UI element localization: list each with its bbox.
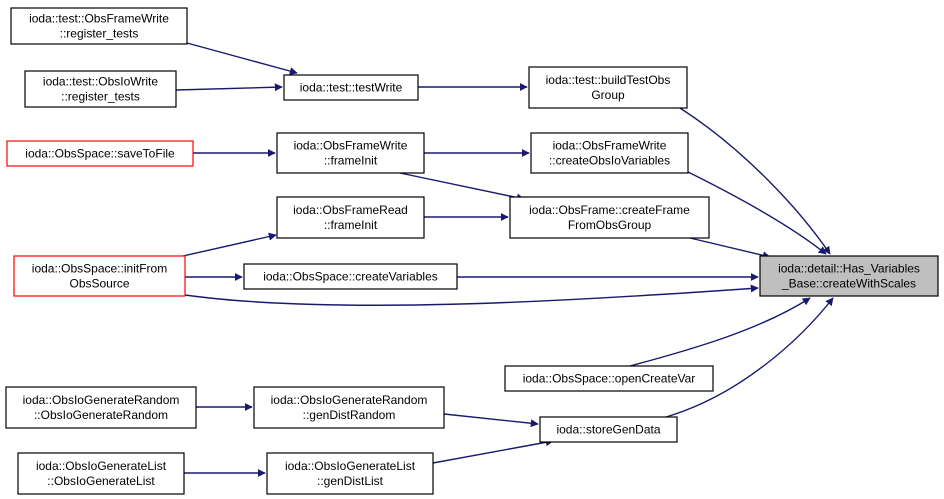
edge-arrow xyxy=(689,237,771,260)
node-generate-random-ctor[interactable]: ioda::ObsIoGenerateRandom::ObsIoGenerate… xyxy=(5,386,197,429)
edge-generate-list-gen-dist-list-to-store-gen-data xyxy=(432,438,554,464)
node-label-line: ioda::ObsFrameRead xyxy=(293,203,408,217)
node-box xyxy=(759,255,939,297)
edge-obsframewrite-create-obsio-variables-to-has-variables-create-with-scales xyxy=(679,167,827,255)
node-label-line: ::genDistList xyxy=(317,474,384,488)
node-label-line: ioda::ObsSpace::openCreateVar xyxy=(523,372,696,386)
edge-arrow xyxy=(175,83,283,92)
node-test-write[interactable]: ioda::test::testWrite xyxy=(283,74,419,101)
node-obsspace-open-create-var[interactable]: ioda::ObsSpace::openCreateVar xyxy=(504,365,714,392)
node-label-line: ioda::ObsSpace::saveToFile xyxy=(25,147,175,161)
node-generate-list-gen-dist-list[interactable]: ioda::ObsIoGenerateList::genDistList xyxy=(266,452,434,495)
edge-obsspace-open-create-var-to-has-variables-create-with-scales xyxy=(629,297,811,367)
node-label-line: ioda::ObsFrame::createFrame xyxy=(529,203,690,217)
node-obsframewrite-create-obsio-variables[interactable]: ioda::ObsFrameWrite::createObsIoVariable… xyxy=(530,132,689,174)
node-generate-random-gen-dist-random[interactable]: ioda::ObsIoGenerateRandom::genDistRandom xyxy=(253,386,445,429)
node-box xyxy=(266,452,434,495)
node-box xyxy=(10,7,188,45)
node-label-line: ::frameInit xyxy=(324,218,378,232)
edge-arrow xyxy=(629,297,811,367)
node-label-line: ObsSource xyxy=(69,277,129,291)
node-label-line: ioda::ObsSpace::createVariables xyxy=(263,270,438,284)
edge-arrow xyxy=(679,107,831,255)
node-box xyxy=(17,452,185,495)
node-label-line: Group xyxy=(591,88,625,102)
node-box xyxy=(276,196,425,239)
node-label-line: ioda::ObsFrameWrite xyxy=(553,139,667,153)
edge-obsframewrite-register-tests-to-test-write xyxy=(186,42,298,75)
edge-arrow xyxy=(665,297,834,418)
edge-arrow xyxy=(182,232,277,257)
node-label-line: ioda::test::testWrite xyxy=(300,81,403,95)
edge-arrow xyxy=(432,438,554,464)
node-label-line: ioda::test::ObsIoWrite xyxy=(43,75,158,89)
edge-arrow xyxy=(184,284,759,306)
node-obsframewrite-frameinit[interactable]: ioda::ObsFrameWrite::frameInit xyxy=(276,132,425,174)
edge-obsspace-init-from-obssource-to-obsframeread-frameinit xyxy=(182,232,277,257)
node-box xyxy=(13,255,186,297)
edge-arrow xyxy=(679,167,827,255)
node-obsiowrite-register-tests[interactable]: ioda::test::ObsIoWrite::register_tests xyxy=(24,70,177,108)
edge-store-gen-data-to-has-variables-create-with-scales xyxy=(665,297,834,418)
node-label-line: ioda::ObsIoGenerateRandom xyxy=(271,393,428,407)
node-label-line: ::ObsIoGenerateList xyxy=(47,474,155,488)
node-label-line: ioda::test::ObsFrameWrite xyxy=(29,12,169,26)
node-box xyxy=(530,132,689,174)
node-box xyxy=(24,70,177,108)
node-label-line: ::frameInit xyxy=(324,154,378,168)
node-box xyxy=(5,386,197,429)
node-label-line: ioda::storeGenData xyxy=(556,423,660,437)
node-obsframeread-frameinit[interactable]: ioda::ObsFrameRead::frameInit xyxy=(276,196,425,239)
node-label-line: ioda::ObsFrameWrite xyxy=(294,139,408,153)
node-store-gen-data[interactable]: ioda::storeGenData xyxy=(539,416,678,443)
node-box xyxy=(6,140,194,167)
node-box xyxy=(528,66,688,109)
node-box xyxy=(253,386,445,429)
node-label-line: ::register_tests xyxy=(60,27,139,41)
node-box xyxy=(539,416,678,443)
node-generate-list-ctor[interactable]: ioda::ObsIoGenerateList::ObsIoGenerateLi… xyxy=(17,452,185,495)
node-box xyxy=(283,74,419,101)
edge-obsframewrite-frameinit-to-obsframe-create-frame-from-obsgroup xyxy=(399,172,525,202)
node-label-line: ioda::ObsIoGenerateList xyxy=(285,459,416,473)
node-label-line: ioda::detail::Has_Variables xyxy=(778,262,920,276)
node-obsspace-create-variables[interactable]: ioda::ObsSpace::createVariables xyxy=(243,263,458,290)
node-has-variables-create-with-scales[interactable]: ioda::detail::Has_Variables_Base::create… xyxy=(759,255,939,297)
node-label-line: ::createObsIoVariables xyxy=(549,154,670,168)
node-box xyxy=(509,196,710,239)
node-label-line: ioda::ObsIoGenerateList xyxy=(36,459,167,473)
edges-layer xyxy=(175,42,834,477)
node-label-line: ioda::ObsIoGenerateRandom xyxy=(23,393,180,407)
node-label-line: _Base::createWithScales xyxy=(781,277,916,291)
edge-build-test-obs-group-to-has-variables-create-with-scales xyxy=(679,107,831,255)
node-label-line: ioda::ObsSpace::initFrom xyxy=(32,262,167,276)
node-label-line: ::genDistRandom xyxy=(303,408,396,422)
node-label-line: FromObsGroup xyxy=(568,218,652,232)
edge-obsiowrite-register-tests-to-test-write xyxy=(175,83,283,92)
edge-arrow xyxy=(399,172,525,202)
edge-arrow xyxy=(443,413,539,428)
node-label-line: ioda::test::buildTestObs xyxy=(546,73,671,87)
node-box xyxy=(504,365,714,392)
node-box xyxy=(243,263,458,290)
node-label-line: ::register_tests xyxy=(61,90,140,104)
edge-arrow xyxy=(186,42,298,75)
edge-obsspace-init-from-obssource-to-has-variables-create-with-scales xyxy=(184,284,759,306)
node-box xyxy=(276,132,425,174)
edge-obsframe-create-frame-from-obsgroup-to-has-variables-create-with-scales xyxy=(689,237,771,260)
node-label-line: ::ObsIoGenerateRandom xyxy=(34,408,168,422)
edge-generate-random-gen-dist-random-to-store-gen-data xyxy=(443,413,539,428)
nodes-layer: ioda::test::ObsFrameWrite::register_test… xyxy=(5,7,939,495)
node-obsframewrite-register-tests[interactable]: ioda::test::ObsFrameWrite::register_test… xyxy=(10,7,188,45)
node-obsspace-save-to-file[interactable]: ioda::ObsSpace::saveToFile xyxy=(6,140,194,167)
